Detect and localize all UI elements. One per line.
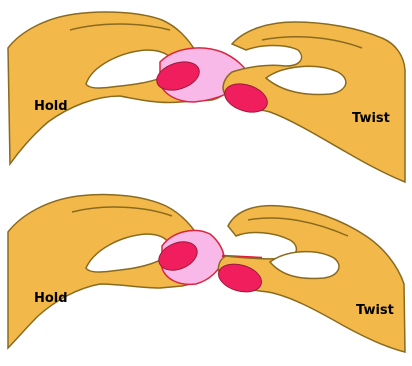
label-hold: Hold [34,99,68,114]
label-hold: Hold [34,291,68,306]
panel-bottom: Hold Twist [8,194,405,352]
label-twist: Twist [356,303,394,318]
panel-top: Hold Twist [8,12,405,182]
label-twist: Twist [352,111,390,126]
